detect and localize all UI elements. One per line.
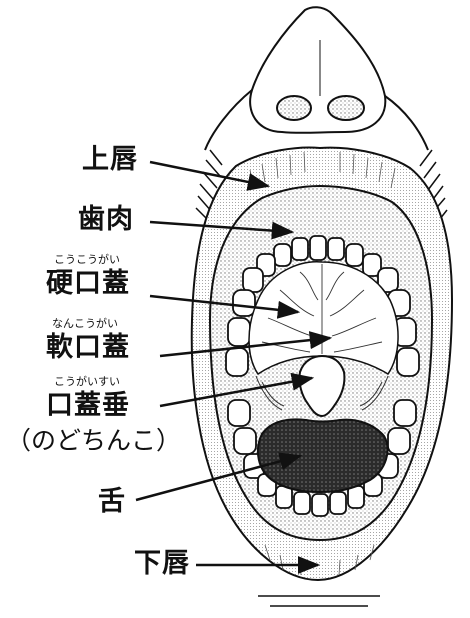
label-uvula-note: （のどちんこ） [6, 428, 181, 453]
right-nostril [328, 96, 364, 120]
tongue [258, 419, 388, 492]
label-lower-lip: 下唇 [134, 550, 190, 577]
label-upper-lip: 上唇 [82, 146, 138, 173]
nose [250, 7, 385, 133]
label-gums: 歯肉 [78, 206, 134, 233]
ruby-soft-palate: なんこうがい [52, 318, 118, 329]
label-soft-palate: 軟口蓋 [46, 334, 130, 361]
label-tongue: 舌 [98, 488, 126, 515]
label-hard-palate: 硬口蓋 [46, 270, 130, 297]
ruby-hard-palate: こうこうがい [54, 254, 120, 265]
ruby-uvula: こうがいすい [54, 376, 120, 387]
label-uvula: 口蓋垂 [46, 392, 130, 419]
left-nostril [277, 96, 311, 120]
chin-lines [258, 596, 380, 606]
